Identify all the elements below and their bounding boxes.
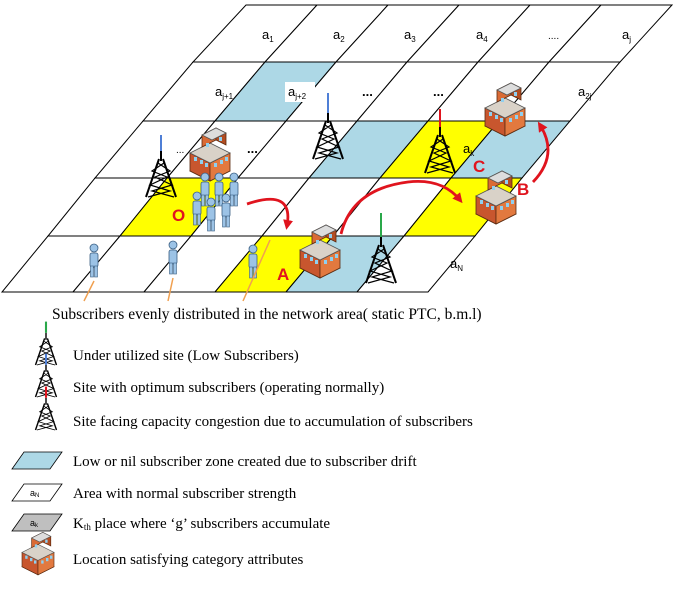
diagram-caption: Subscribers evenly distributed in the ne… [52, 306, 482, 323]
tower-blue-1 [145, 135, 177, 198]
legend-kth-icon-label: ak [30, 518, 39, 529]
label-row3-dots2: ... [247, 141, 258, 156]
legend-congestion: Site facing capacity congestion due to a… [73, 414, 473, 430]
label-a2: a2 [333, 27, 345, 44]
label-aj2-bg [285, 82, 315, 102]
grid-labels: a1 a2 a3 a4 .... aj aj+1 aj+2 ... ... a2… [176, 27, 631, 273]
drift-arrows [246, 121, 550, 235]
legend-low-zone: Low or nil subscriber zone created due t… [73, 454, 417, 470]
legend-kth-place: Kth place where ‘g’ subscribers accumula… [73, 516, 330, 532]
arrow-A-to-B [339, 180, 463, 235]
legend-low-zone-icon [11, 451, 63, 470]
tower-green [365, 213, 397, 284]
legend-building-icon [21, 532, 55, 576]
tower-blue-2 [312, 93, 344, 160]
label-a1: a1 [262, 27, 274, 44]
legend-normal-icon-label: aN [30, 488, 39, 499]
label-aj: aj [622, 27, 631, 44]
label-row3-dots1: ... [176, 145, 184, 156]
legend-tower-red-icon [34, 386, 58, 431]
tower-red [424, 109, 456, 174]
label-aN: aN [450, 256, 463, 273]
legend: Under utilized site (Low Subscribers) Si… [11, 321, 473, 576]
label-a4: a4 [476, 27, 488, 44]
label-O: O [172, 206, 185, 225]
legend-underutilized: Under utilized site (Low Subscribers) [73, 348, 299, 364]
label-a2j: a2j [578, 84, 592, 101]
legend-tower-blue-icon [34, 353, 58, 398]
arrow-B-to-C [531, 121, 550, 183]
legend-location: Location satisfying category attributes [73, 552, 304, 568]
caption-pointers [83, 239, 271, 302]
label-dots: .... [548, 31, 559, 42]
grid-cells [0, 4, 674, 293]
label-aj2: aj+2 [288, 84, 307, 101]
label-A: A [277, 265, 289, 284]
arrow-O-to-A [246, 197, 294, 230]
legend-kth-icon [11, 513, 63, 532]
label-C: C [473, 157, 485, 176]
label-row2-dots1: ... [362, 84, 373, 99]
label-row2-dots2: ... [433, 84, 444, 99]
legend-optimum: Site with optimum subscribers (operating… [73, 380, 384, 396]
legend-normal-area: Area with normal subscriber strength [73, 486, 297, 502]
label-B: B [517, 180, 529, 199]
label-ak: ak [463, 141, 475, 158]
legend-tower-green-icon [34, 321, 58, 366]
label-aj1: aj+1 [215, 84, 234, 101]
label-a3: a3 [404, 27, 416, 44]
legend-normal-area-icon [11, 483, 63, 502]
